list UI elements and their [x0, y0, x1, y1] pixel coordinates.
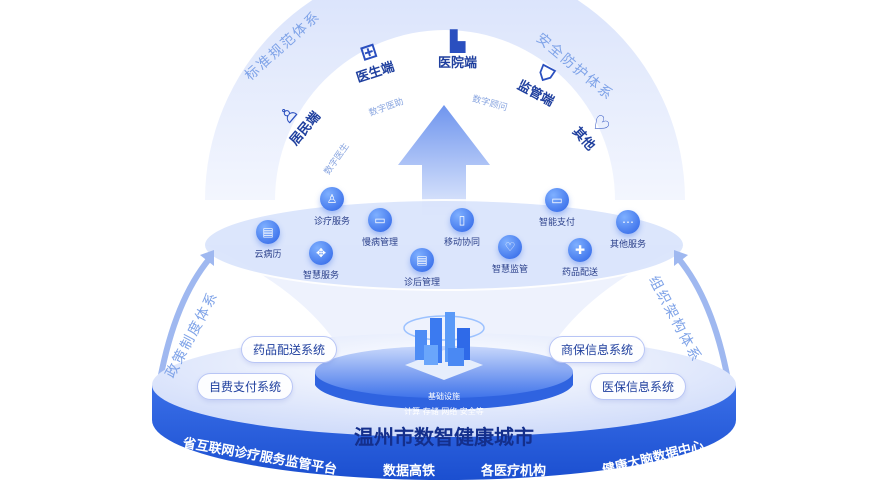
- plus-icon: ✚: [568, 238, 592, 262]
- service-other[interactable]: ⋯其他服务: [593, 210, 663, 250]
- service-diagnosis[interactable]: ♙诊疗服务: [297, 187, 367, 227]
- puzzle-icon: ✥: [309, 241, 333, 265]
- heart-icon: ♡: [498, 235, 522, 259]
- system-commercial-insurance[interactable]: 商保信息系统: [549, 336, 646, 363]
- infrastructure-label: 基础设施 计算 存储 网络 安全等: [404, 392, 484, 416]
- base-item: 各医疗机构: [481, 464, 547, 479]
- up-arrow: [398, 105, 490, 215]
- user-icon: ♙: [320, 187, 344, 211]
- system-medical-insurance[interactable]: 医保信息系统: [590, 373, 687, 400]
- service-layer: [203, 199, 685, 291]
- base-item: 数据高铁: [383, 464, 436, 479]
- system-self-pay[interactable]: 自费支付系统: [197, 373, 294, 400]
- service-payment[interactable]: ▭智能支付: [522, 188, 592, 228]
- system-drug-delivery[interactable]: 药品配送系统: [241, 336, 338, 363]
- terminal-hospital[interactable]: ▙医院端: [438, 29, 478, 71]
- document-icon: ▤: [410, 248, 434, 272]
- folder-icon: ▭: [368, 208, 392, 232]
- hospital-building-icon: ▙: [449, 29, 466, 53]
- more-icon: ⋯: [616, 210, 640, 234]
- service-post-diagnosis[interactable]: ▤诊后管理: [387, 248, 457, 288]
- main-title: 温州市数智健康城市: [354, 425, 534, 449]
- city-buildings-icon: [403, 312, 485, 380]
- card-icon: ▭: [545, 188, 569, 212]
- service-mobile[interactable]: ▯移动协同: [427, 208, 497, 248]
- service-chronic[interactable]: ▭慢病管理: [345, 208, 415, 248]
- left-side-arrow: [157, 256, 213, 381]
- document-icon: ▤: [256, 220, 280, 244]
- tablet-icon: ▯: [450, 208, 474, 232]
- service-supervision[interactable]: ♡智慧监管: [475, 235, 545, 275]
- service-drug-delivery[interactable]: ✚药品配送: [545, 238, 615, 278]
- right-side-arrow: [675, 256, 731, 381]
- outer-arch: [205, 0, 685, 200]
- service-cloud-record[interactable]: ▤云病历: [233, 220, 303, 260]
- service-smart[interactable]: ✥智慧服务: [286, 241, 356, 281]
